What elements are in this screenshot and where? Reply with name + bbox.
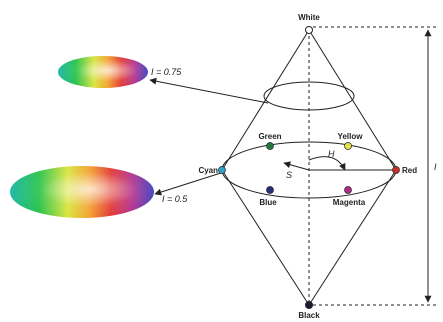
- black-vertex-dot: [305, 301, 313, 309]
- green-label: Green: [258, 132, 281, 141]
- saturation-arrow: [283, 161, 310, 171]
- hue-symbol: H: [328, 149, 335, 159]
- black-label: Black: [298, 311, 320, 320]
- white-vertex-dot: [305, 26, 313, 34]
- intensity-dimension: [313, 26, 436, 306]
- yellow-dot: [344, 142, 352, 150]
- slice-middle-label: I = 0.5: [162, 194, 188, 204]
- cone-edge-lower-left: [221, 169, 310, 306]
- slice-disc-middle: [10, 166, 154, 218]
- saturation-symbol: S: [286, 170, 292, 180]
- cone-edge-lower-right: [308, 169, 397, 306]
- yellow-label: Yellow: [338, 132, 364, 141]
- red-label: Red: [402, 166, 417, 175]
- cyan-dot: [218, 166, 226, 174]
- magenta-label: Magenta: [333, 198, 366, 207]
- white-label: White: [298, 13, 320, 22]
- slice-upper-label: I = 0.75: [151, 67, 182, 77]
- green-dot: [266, 142, 274, 150]
- intensity-symbol: I: [434, 162, 437, 172]
- red-dot: [392, 166, 400, 174]
- blue-label: Blue: [259, 198, 277, 207]
- cyan-label: Cyan: [198, 166, 218, 175]
- arrow-to-middle-slice: [154, 171, 225, 196]
- arrow-to-upper-slice: [149, 77, 269, 104]
- magenta-dot: [344, 186, 352, 194]
- double-cone: [221, 29, 397, 306]
- hue-arc: [308, 156, 346, 171]
- slice-disc-upper: [58, 56, 148, 88]
- blue-dot: [266, 186, 274, 194]
